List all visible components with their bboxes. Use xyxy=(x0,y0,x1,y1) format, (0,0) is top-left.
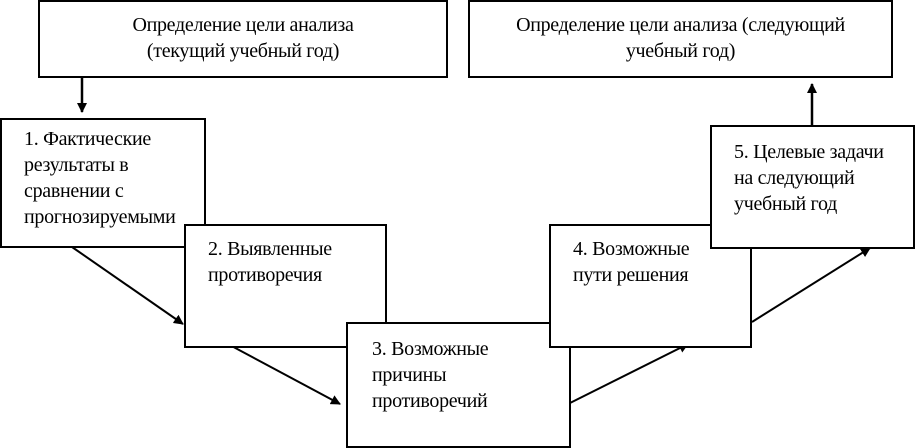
step3-line3: противоречий xyxy=(372,390,488,412)
step3-causes-box: 3. Возможные причины противоречий xyxy=(346,322,571,448)
goal-current-line1: Определение цели анализа xyxy=(132,14,354,36)
step1-line4: прогнозируемыми xyxy=(24,206,176,228)
step1-line2: результаты в xyxy=(24,154,129,176)
step1-line3: сравнении с xyxy=(24,180,124,202)
step5-target-tasks-box: 5. Целевые задачи на следующий учебный г… xyxy=(710,125,915,249)
step3-line2: причины xyxy=(372,364,447,386)
step3-line1: 3. Возможные xyxy=(372,338,489,360)
step5-line2: на следующий xyxy=(734,167,855,189)
arrow-step1-to-step2 xyxy=(71,246,184,325)
goal-next-line2: учебный год) xyxy=(625,40,736,62)
goal-next-line1: Определение цели анализа (следующий xyxy=(516,14,845,36)
goal-current-line2: (текущий учебный год) xyxy=(146,40,340,62)
step4-line1: 4. Возможные xyxy=(573,238,690,260)
goal-next-year-box: Определение цели анализа (следующий учеб… xyxy=(468,0,893,78)
step1-line1: 1. Фактические xyxy=(24,128,151,150)
step5-line1: 5. Целевые задачи xyxy=(734,141,884,163)
step5-line3: учебный год xyxy=(734,193,837,215)
step2-line2: противоречия xyxy=(208,264,322,286)
arrow-step2-to-step3 xyxy=(225,342,341,405)
goal-current-year-box: Определение цели анализа (текущий учебны… xyxy=(38,0,448,78)
arrow-step4-to-step5 xyxy=(751,247,871,323)
arrow-step3-to-step4 xyxy=(569,343,689,404)
step2-line1: 2. Выявленные xyxy=(208,238,332,260)
step4-line2: пути решения xyxy=(573,264,689,286)
step1-actual-results-box: 1. Фактические результаты в сравнении с … xyxy=(0,118,206,248)
step4-solutions-box: 4. Возможные пути решения xyxy=(549,224,752,348)
